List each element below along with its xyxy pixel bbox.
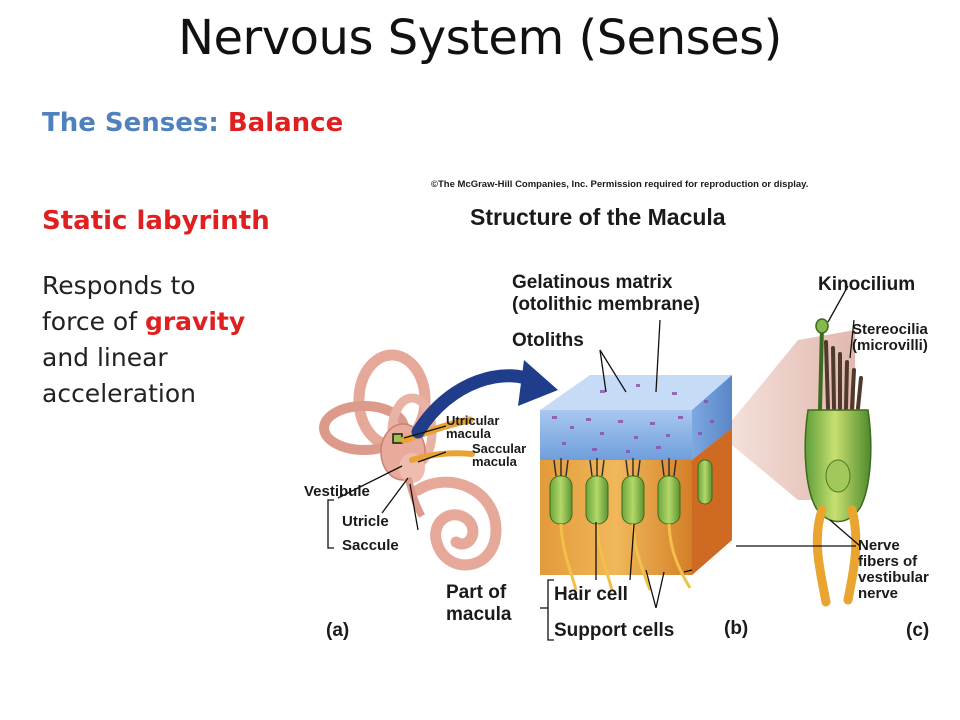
macula-figure: ©The McGraw-Hill Companies, Inc. Permiss… xyxy=(300,170,960,660)
slide-title: Nervous System (Senses) xyxy=(178,10,782,66)
subtitle-prefix: The Senses: xyxy=(42,108,228,138)
static-labyrinth-heading: Static labyrinth xyxy=(42,206,270,236)
label-nerve-line-3: vestibular xyxy=(858,569,929,586)
label-part-of-macula: Part of macula xyxy=(446,582,511,626)
enlarged-hair-cell xyxy=(804,318,872,607)
stereocilia-bundles xyxy=(553,458,677,477)
label-utricle: Utricle xyxy=(342,513,389,530)
panel-label-c: (c) xyxy=(906,620,930,641)
cochlear-duct xyxy=(404,477,426,518)
copyright-notice: ©The McGraw-Hill Companies, Inc. Permiss… xyxy=(431,179,809,190)
body-line-4: acceleration xyxy=(42,379,197,408)
gelatinous-side xyxy=(692,375,732,460)
enlarged-nerve-fiber xyxy=(843,505,861,605)
gelatinous-top xyxy=(540,375,732,410)
label-gelatinous-matrix: Gelatinous matrix (otolithic membrane) xyxy=(512,272,700,316)
label-part-of-line-1: Part of xyxy=(446,582,507,603)
utricular-macula-marker xyxy=(392,433,403,444)
label-stereocilia: Stereocilia (microvilli) xyxy=(852,322,928,354)
body-line-1: Responds to xyxy=(42,271,196,300)
kinocilium xyxy=(818,325,824,411)
figure-title: Structure of the Macula xyxy=(470,204,726,230)
leader-lines xyxy=(327,285,861,641)
enlarged-stereocilia xyxy=(824,340,863,410)
label-utricular-macula: Utricular macula xyxy=(446,414,499,440)
body-line-2-gravity: gravity xyxy=(144,307,246,336)
label-part-of-line-2: macula xyxy=(446,604,512,625)
macula-block xyxy=(540,375,732,591)
body-line-2-start: force of xyxy=(42,307,145,336)
macula-illustration xyxy=(319,285,872,641)
inner-ear-illustration xyxy=(319,349,502,571)
subtitle: The Senses: Balance xyxy=(42,108,343,138)
label-nerve-line-4: nerve xyxy=(858,585,899,602)
label-nerve-line-1: Nerve xyxy=(858,537,900,554)
cochlea xyxy=(412,476,502,571)
kinocilium-tip xyxy=(815,318,829,334)
cell-nucleus xyxy=(825,459,851,493)
label-hair-cell: Hair cell xyxy=(554,584,628,605)
label-otoliths: Otoliths xyxy=(512,330,584,351)
label-utricular-line-1: Utricular xyxy=(446,413,500,428)
panel-label-b: (b) xyxy=(724,618,749,639)
body-line-2: force of gravity xyxy=(42,304,282,340)
label-support-cells: Support cells xyxy=(554,620,675,641)
label-stereocilia-line-1: Stereocilia xyxy=(852,321,928,338)
label-nerve-line-2: fibers of xyxy=(858,553,918,570)
label-gelatinous-line-1: Gelatinous matrix xyxy=(512,272,673,293)
magnify-arrow-head xyxy=(518,360,558,406)
label-saccular-macula: Saccular macula xyxy=(472,442,526,468)
body-line-3: and linear xyxy=(42,343,168,372)
panel-label-a: (a) xyxy=(326,620,350,641)
label-gelatinous-line-2: (otolithic membrane) xyxy=(512,294,700,315)
label-kinocilium: Kinocilium xyxy=(818,274,916,295)
subtitle-topic: Balance xyxy=(227,108,344,138)
body-text: Responds to force of gravity and linear … xyxy=(42,268,282,412)
label-stereocilia-line-2: (microvilli) xyxy=(852,337,928,354)
label-utricular-line-2: macula xyxy=(446,426,491,441)
label-vestibule: Vestibule xyxy=(304,483,370,500)
label-saccular-line-1: Saccular xyxy=(472,441,527,456)
label-saccule: Saccule xyxy=(342,537,399,554)
label-nerve-fibers: Nerve fibers of vestibular nerve xyxy=(858,538,929,602)
enlarged-nerve-fiber xyxy=(812,505,831,607)
label-saccular-line-2: macula xyxy=(472,454,517,469)
